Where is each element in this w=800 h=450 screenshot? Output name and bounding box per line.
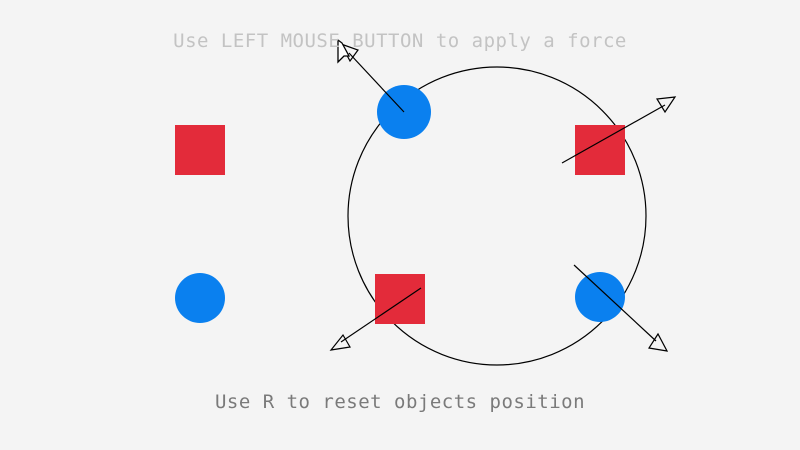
body-square-right[interactable] (575, 125, 625, 175)
arrow-head-icon (648, 332, 669, 352)
force-vector-circle-bottom-right (573, 264, 669, 352)
force-vector-circle-top-left (339, 42, 405, 113)
force-vector-square-right (561, 96, 677, 164)
body-square-left[interactable] (175, 125, 225, 175)
body-square-bottom-center[interactable] (375, 274, 425, 324)
arrow-head-icon (655, 96, 677, 114)
force-vector-square-bottom-center (329, 287, 422, 351)
body-circle-bottom-right[interactable] (575, 272, 625, 322)
mouse-cursor-icon (337, 38, 351, 64)
arrow-head-icon (329, 333, 351, 351)
body-circle-bottom-left[interactable] (175, 273, 225, 323)
constraint-circle (347, 66, 647, 366)
